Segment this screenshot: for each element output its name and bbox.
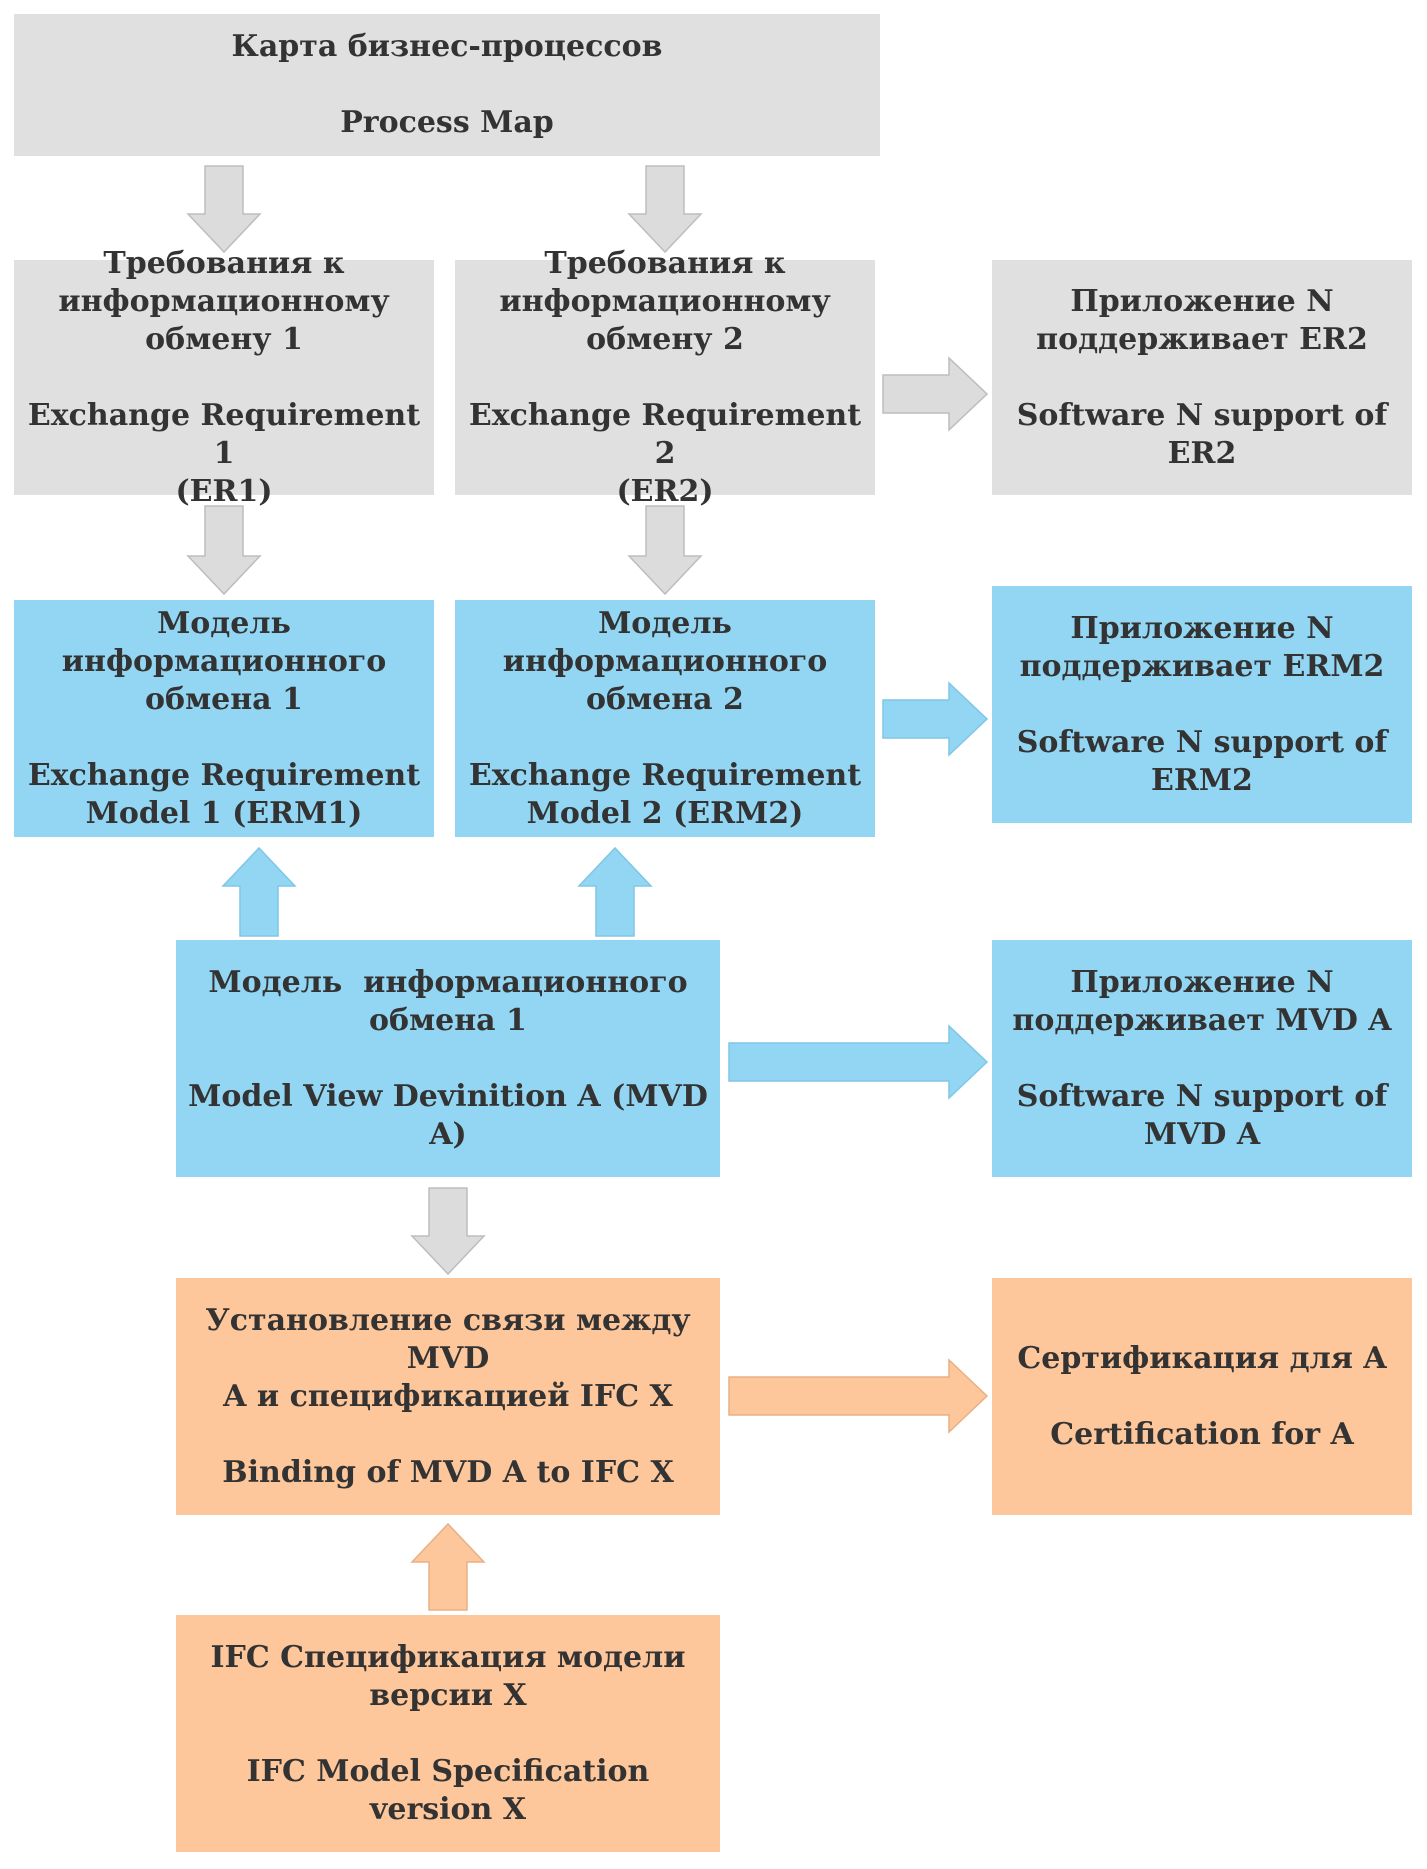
sw-erm2-ru-line: Приложение N [1070, 610, 1334, 646]
software-support-er2-box: Приложение N поддерживает ER2 Software N… [992, 260, 1412, 495]
binding-ru-line: Установление связи между MVD [205, 1302, 691, 1376]
erm1-ru-line: информационного [61, 643, 387, 679]
er2-ru-line: Требования к [544, 245, 786, 281]
arrow-mvd-to-erm2 [577, 846, 653, 937]
mvd-ru-line: Модель информационного [208, 964, 688, 1000]
er2-ru-line: информационному [499, 283, 831, 319]
arrow-mvd-to-erm1 [221, 846, 297, 937]
er2-en-line: Exchange Requirement 2 [468, 397, 862, 471]
erm1-en-line: Exchange Requirement [27, 757, 421, 793]
erm2-en-line: Exchange Requirement [468, 757, 862, 793]
arrow-er2-to-erm2 [627, 505, 703, 596]
erm2-en-line: Model 2 (ERM2) [526, 795, 804, 831]
sw-mvd-en-line: MVD A [1143, 1116, 1261, 1152]
sw-er2-ru-line: Приложение N [1070, 283, 1334, 319]
ifc-ru-line: IFC Спецификация модели [210, 1639, 686, 1675]
erm2-ru-line: Модель [598, 605, 732, 641]
erm1-en-line: Model 1 (ERM1) [85, 795, 363, 831]
er1-ru-line: Требования к [103, 245, 345, 281]
er1-ru-line: обмену 1 [145, 321, 303, 357]
sw-er2-ru-line: поддерживает ER2 [1036, 321, 1368, 357]
er2-ru-line: обмену 2 [586, 321, 744, 357]
sw-mvd-ru-line: поддерживает MVD A [1012, 1002, 1392, 1038]
ifc-en-line: IFC Model Specification version X [246, 1753, 650, 1827]
er2-en-line: (ER2) [616, 473, 714, 509]
er1-en-line: Exchange Requirement 1 [27, 397, 421, 471]
arrow-process-map-to-er2 [627, 165, 703, 254]
software-support-mvd-box: Приложение N поддерживает MVD A Software… [992, 940, 1412, 1177]
er1-ru-line: информационному [58, 283, 390, 319]
exchange-requirement-model-1-box: Модель информационного обмена 1 Exchange… [14, 600, 434, 837]
erm1-ru-line: обмена 1 [145, 681, 303, 717]
sw-mvd-ru-line: Приложение N [1070, 964, 1334, 1000]
model-view-definition-box: Модель информационного обмена 1 Model Vi… [176, 940, 720, 1177]
ifc-ru-line: версии X [369, 1677, 527, 1713]
ifc-specification-box: IFC Спецификация модели версии X IFC Mod… [176, 1615, 720, 1852]
arrow-ifc-to-binding [410, 1522, 486, 1611]
software-support-erm2-box: Приложение N поддерживает ERM2 Software … [992, 586, 1412, 823]
exchange-requirement-model-2-box: Модель информационного обмена 2 Exchange… [455, 600, 875, 837]
process-map-en: Process Map [340, 105, 554, 140]
arrow-mvd-to-sw-mvd [728, 1024, 989, 1100]
sw-er2-en-line: Software N support of ER2 [1016, 397, 1388, 471]
erm2-ru-line: обмена 2 [586, 681, 744, 717]
process-map-box: Карта бизнес-процессов Process Map [14, 14, 880, 156]
sw-mvd-en-line: Software N support of [1016, 1078, 1388, 1114]
process-map-ru: Карта бизнес-процессов [231, 29, 663, 64]
arrow-er1-to-erm1 [186, 505, 262, 596]
sw-erm2-en-line: ERM2 [1151, 762, 1253, 798]
mvd-ru-line: обмена 1 [369, 1002, 527, 1038]
exchange-requirement-1-box: Требования к информационному обмену 1 Ex… [14, 246, 434, 509]
binding-ru-line: A и спецификацией IFC X [223, 1378, 673, 1414]
arrow-process-map-to-er1 [186, 165, 262, 254]
certification-box: Сертификация для A Certification for A [992, 1278, 1412, 1515]
er1-en-line: (ER1) [175, 473, 273, 509]
sw-erm2-en-line: Software N support of [1016, 724, 1388, 760]
exchange-requirement-2-box: Требования к информационному обмену 2 Ex… [455, 246, 875, 509]
binding-box: Установление связи между MVD A и специфи… [176, 1278, 720, 1515]
arrow-er2-to-sw-er2 [882, 356, 989, 432]
cert-ru-line: Сертификация для A [1017, 1340, 1387, 1376]
arrow-erm2-to-sw-erm2 [882, 681, 989, 757]
mvd-en-line: Model View Devinition A (MVD A) [188, 1078, 708, 1152]
arrow-binding-to-cert [728, 1358, 989, 1434]
cert-en-line: Certification for A [1050, 1416, 1354, 1452]
arrow-mvd-to-binding [410, 1187, 486, 1276]
erm2-ru-line: информационного [502, 643, 828, 679]
sw-erm2-ru-line: поддерживает ERM2 [1019, 648, 1385, 684]
erm1-ru-line: Модель [157, 605, 291, 641]
binding-en-line: Binding of MVD A to IFC X [222, 1454, 674, 1490]
